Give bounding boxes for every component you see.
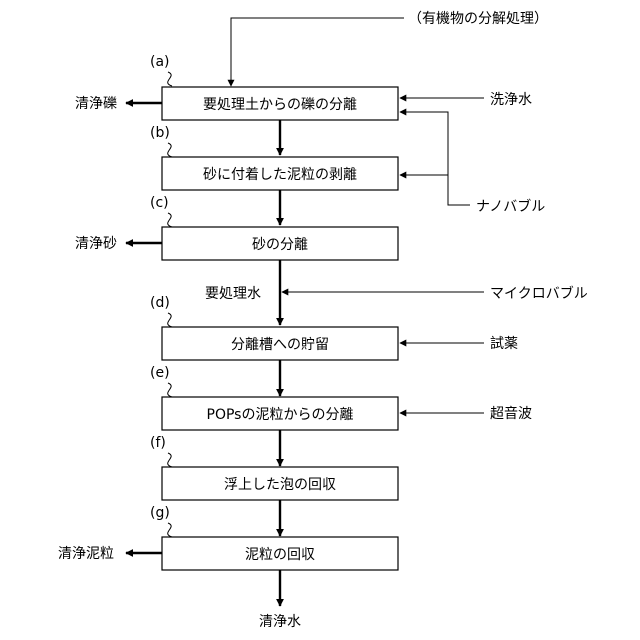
step-e-id: (e): [150, 365, 170, 381]
step-e-connector: [168, 383, 172, 397]
step-f-label: 浮上した泡の回収: [224, 477, 336, 493]
step-f-id: (f): [150, 435, 166, 451]
step-d-connector: [168, 313, 172, 327]
step-d-label: 分離槽への貯留: [231, 336, 329, 353]
step-e-label: POPsの泥粒からの分離: [207, 406, 354, 423]
wash-water-label: 洗浄水: [490, 92, 532, 108]
step-c-id: (c): [150, 195, 169, 211]
step-g-connector: [168, 523, 172, 537]
decomposition-label: （有機物の分解処理）: [408, 11, 548, 27]
clean-gravel-label: 清浄礫: [75, 96, 117, 112]
microbubble-label: マイクロバブル: [490, 285, 588, 302]
step-b-connector: [168, 143, 172, 157]
clean-mud-label: 清浄泥粒: [58, 546, 114, 562]
step-c-connector: [168, 213, 172, 227]
nanobubble-label: ナノバブル: [476, 198, 545, 215]
water-to-treat-label: 要処理水: [205, 286, 261, 302]
step-f-connector: [168, 453, 172, 467]
step-c-label: 砂の分離: [252, 236, 308, 253]
step-d-box: 分離槽への貯留: [162, 327, 398, 360]
step-b-id: (b): [150, 125, 170, 141]
clean-sand-label: 清浄砂: [75, 236, 117, 252]
step-a-connector: [168, 72, 172, 86]
step-f-box: 浮上した泡の回収: [162, 467, 398, 500]
reagent-label: 試薬: [490, 336, 518, 352]
step-g-label: 泥粒の回収: [245, 547, 315, 563]
step-b-box: 砂に付着した泥粒の剥離: [162, 157, 398, 190]
step-c-box: 砂の分離: [162, 227, 398, 260]
step-d-id: (d): [150, 295, 170, 311]
step-e-box: POPsの泥粒からの分離: [162, 397, 398, 430]
step-b-label: 砂に付着した泥粒の剥離: [203, 166, 357, 183]
step-a-id: (a): [150, 54, 170, 70]
ultrasound-label: 超音波: [490, 405, 532, 422]
step-g-id: (g): [150, 505, 170, 521]
nanobubble-arrow-a: [400, 112, 470, 205]
step-g-box: 泥粒の回収: [162, 537, 398, 570]
step-a-box: 要処理土からの礫の分離: [162, 87, 398, 120]
decomposition-arrow: [231, 18, 404, 86]
clean-water-label: 清浄水: [259, 614, 301, 630]
step-a-label: 要処理土からの礫の分離: [203, 96, 357, 113]
